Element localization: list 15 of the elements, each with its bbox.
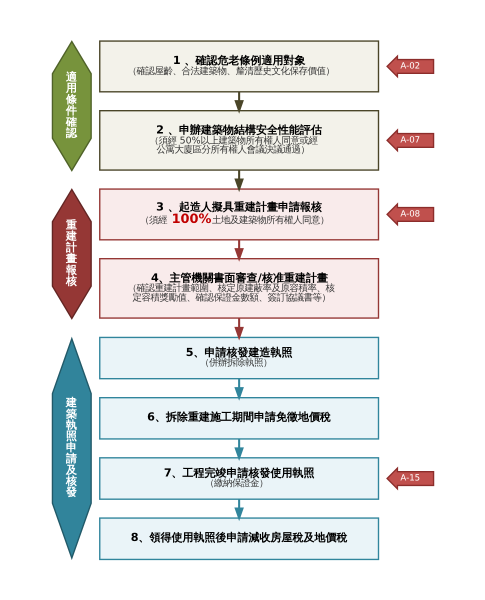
arrow [234,438,244,461]
node-box: 8、領得使用執照後申請減收房屋稅及地價稅 [98,517,379,560]
arrow [234,170,244,192]
arrow [234,240,244,262]
node-box: 4、主管機關書面審查/核准重建計畫 （確認重建計畫範圍、核定原建蔽率及原容積率、核定容積獎勵值、確認保證金數額、簽訂協議書等） [98,258,379,319]
arrow [234,92,244,114]
arrow [234,378,244,401]
node-box: 2 、申辦建築物結構安全性能評估 （須經 50%以上建築物所有權人同意或經公寓大廈區分所有權人會議決議通過） [98,110,379,171]
node-box: 6、拆除重建施工期間申請免徵地價稅 [98,396,379,440]
node-box: 1 、確認危老條例適用對象 （確認屋齡、合法建築物、釐清歷史文化保存價值） [98,40,379,92]
node-box: 7、工程完竣申請核發使用執照 （繳納保證金） [98,457,379,500]
arrow [234,318,244,340]
node-box: 5、申請核發建造執照 （併辦拆除執照） [98,336,379,380]
node-box: 3 、起造人擬具重建計畫申請報核 （須經 100%土地及建築物所有權人同意） [98,188,379,240]
arrow [234,499,244,522]
